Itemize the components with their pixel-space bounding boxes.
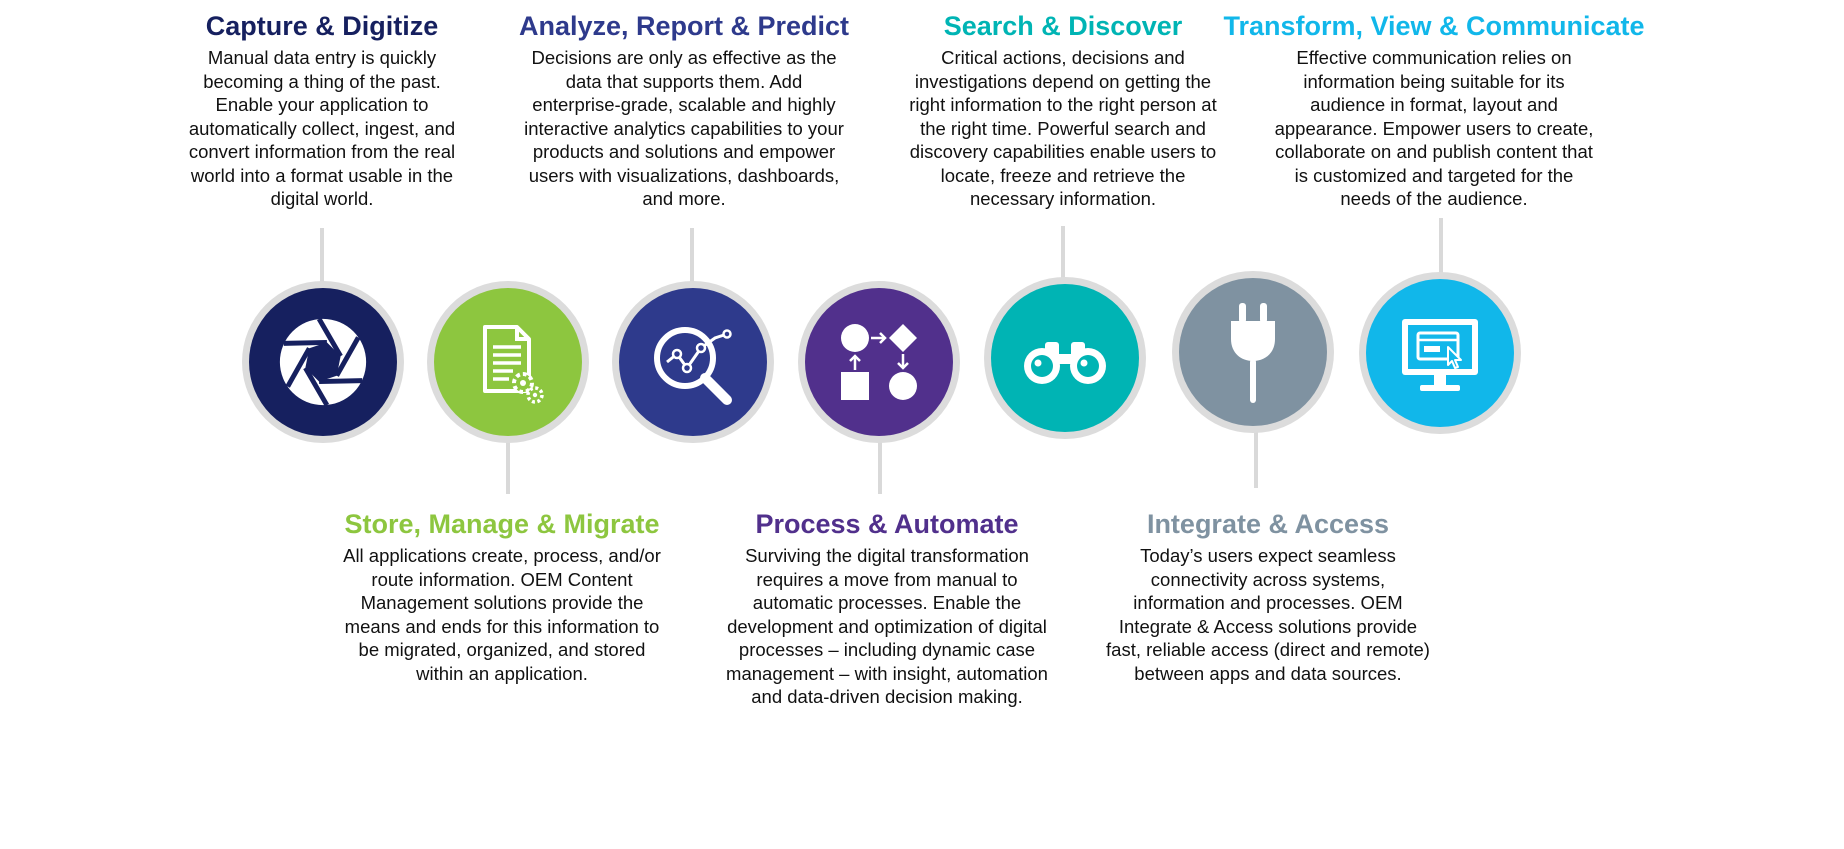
connector-store: [506, 436, 510, 494]
connector-search: [1061, 226, 1065, 282]
node-analyze-disc: [619, 288, 767, 436]
node-store-disc: [434, 288, 582, 436]
magnifier-chart-icon: [645, 314, 741, 410]
stage-analyze-text: Analyze, Report & Predict Decisions are …: [494, 10, 874, 211]
stage-capture-title: Capture & Digitize: [205, 11, 439, 41]
connector-integrate: [1254, 430, 1258, 488]
connector-analyze: [690, 228, 694, 286]
node-transform-disc: [1366, 279, 1514, 427]
stage-integrate-text: Integrate & Access Today’s users expect …: [1088, 508, 1448, 685]
connector-capture: [320, 228, 324, 286]
node-store: [427, 281, 589, 443]
stage-store-text: Store, Manage & Migrate All applications…: [324, 508, 680, 685]
node-transform: [1359, 272, 1521, 434]
stage-analyze-title: Analyze, Report & Predict: [518, 11, 850, 41]
stage-transform-text: Transform, View & Communicate Effective …: [1204, 10, 1664, 211]
stage-process-description: Surviving the digital transformation req…: [726, 545, 1048, 707]
stage-store-title: Store, Manage & Migrate: [344, 509, 660, 539]
stage-search-title: Search & Discover: [943, 11, 1183, 41]
stage-integrate-title: Integrate & Access: [1146, 509, 1390, 539]
stage-capture-text: Capture & Digitize Manual data entry is …: [162, 10, 482, 211]
camera-shutter-icon: [274, 313, 372, 411]
node-capture: [242, 281, 404, 443]
node-integrate-disc: [1179, 278, 1327, 426]
stage-search-description: Critical actions, decisions and investig…: [909, 47, 1217, 209]
node-process: [798, 281, 960, 443]
stage-store-description: All applications create, process, and/or…: [343, 545, 661, 684]
stage-analyze-description: Decisions are only as effective as the d…: [524, 47, 844, 209]
connector-process: [878, 436, 882, 494]
stage-search-text: Search & Discover Critical actions, deci…: [884, 10, 1242, 211]
connector-transform: [1439, 218, 1443, 278]
document-gears-icon: [463, 317, 553, 407]
stage-integrate-description: Today’s users expect seamless connectivi…: [1106, 545, 1430, 684]
stage-capture-description: Manual data entry is quickly becoming a …: [188, 47, 456, 209]
stage-transform-title: Transform, View & Communicate: [1223, 11, 1645, 41]
node-process-disc: [805, 288, 953, 436]
node-search-disc: [991, 284, 1139, 432]
power-plug-icon: [1205, 297, 1301, 407]
process-timeline-diagram: Capture & Digitize Manual data entry is …: [144, 0, 1700, 849]
flowchart-icon: [831, 314, 927, 410]
node-analyze: [612, 281, 774, 443]
stage-transform-description: Effective communication relies on inform…: [1274, 47, 1594, 209]
stage-process-text: Process & Automate Surviving the digital…: [704, 508, 1070, 709]
node-capture-disc: [249, 288, 397, 436]
stage-process-title: Process & Automate: [755, 509, 1019, 539]
node-search: [984, 277, 1146, 439]
binoculars-icon: [1015, 308, 1115, 408]
node-integrate: [1172, 271, 1334, 433]
monitor-cursor-icon: [1390, 303, 1490, 403]
